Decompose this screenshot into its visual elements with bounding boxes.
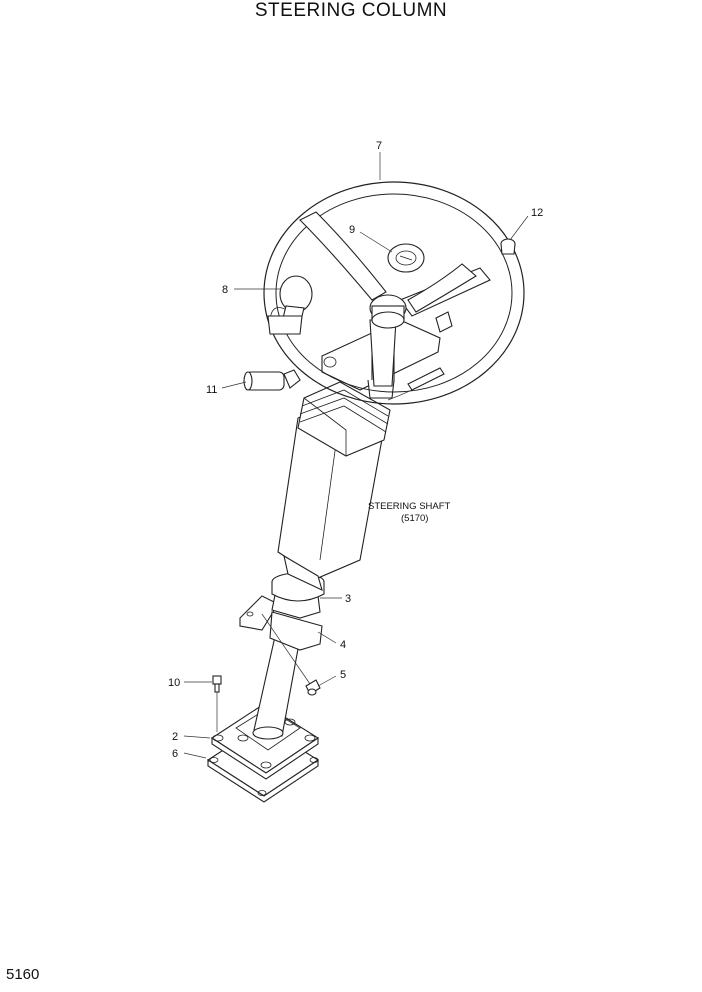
callout-4: 4: [340, 639, 346, 651]
callout-10: 10: [168, 677, 180, 689]
horn-button: [387, 243, 425, 273]
spinner-knob: [267, 275, 313, 335]
note-steering-shaft: STEERING SHAFT: [368, 501, 451, 512]
callout-2: 2: [172, 731, 178, 743]
callout-9: 9: [349, 224, 355, 236]
bolt-10: [212, 675, 222, 693]
callout-11: 11: [206, 384, 217, 396]
callout-6: 6: [172, 748, 178, 760]
callout-5: 5: [340, 669, 346, 681]
callout-12: 12: [531, 207, 543, 219]
note-ref-number: (5170): [401, 513, 428, 524]
callout-7: 7: [376, 140, 382, 152]
callout-3: 3: [345, 593, 351, 605]
column-head: [321, 267, 491, 399]
switch-plug: [243, 369, 301, 391]
cable-connector: [407, 367, 445, 391]
bellows-boot: [297, 381, 391, 457]
column-bracket: [239, 572, 325, 651]
small-button: [500, 238, 516, 255]
page-title: STEERING COLUMN: [254, 0, 448, 21]
steering-wheel: [263, 181, 525, 405]
page-number: 5160: [6, 966, 40, 983]
lower-shaft: [252, 631, 301, 740]
steering-hub: [369, 294, 407, 329]
leader-lines: [183, 152, 529, 759]
callout-8: 8: [222, 284, 228, 296]
bolt-5: [305, 679, 321, 696]
